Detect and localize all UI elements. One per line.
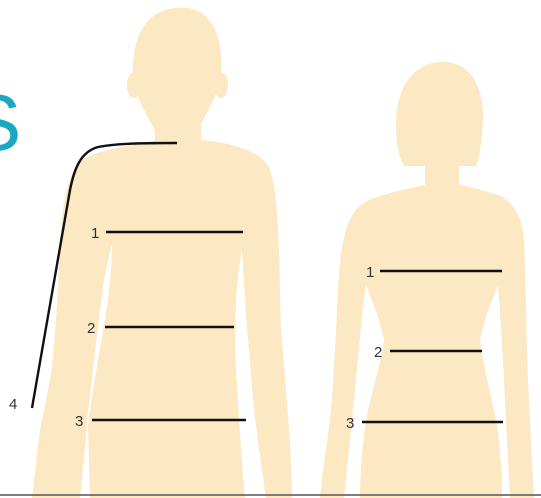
female-waist-label: 2 bbox=[374, 344, 382, 361]
male-hip-label: 3 bbox=[75, 413, 83, 430]
male-waist-label: 2 bbox=[87, 320, 95, 337]
male-chest-label: 1 bbox=[91, 225, 99, 242]
male-silhouette bbox=[32, 8, 292, 498]
female-silhouette bbox=[320, 62, 534, 498]
edge-letter: S bbox=[0, 78, 21, 167]
male-arm-length-label: 4 bbox=[9, 396, 17, 413]
female-hip-label: 3 bbox=[346, 415, 354, 432]
female-bust-label: 1 bbox=[366, 264, 374, 281]
